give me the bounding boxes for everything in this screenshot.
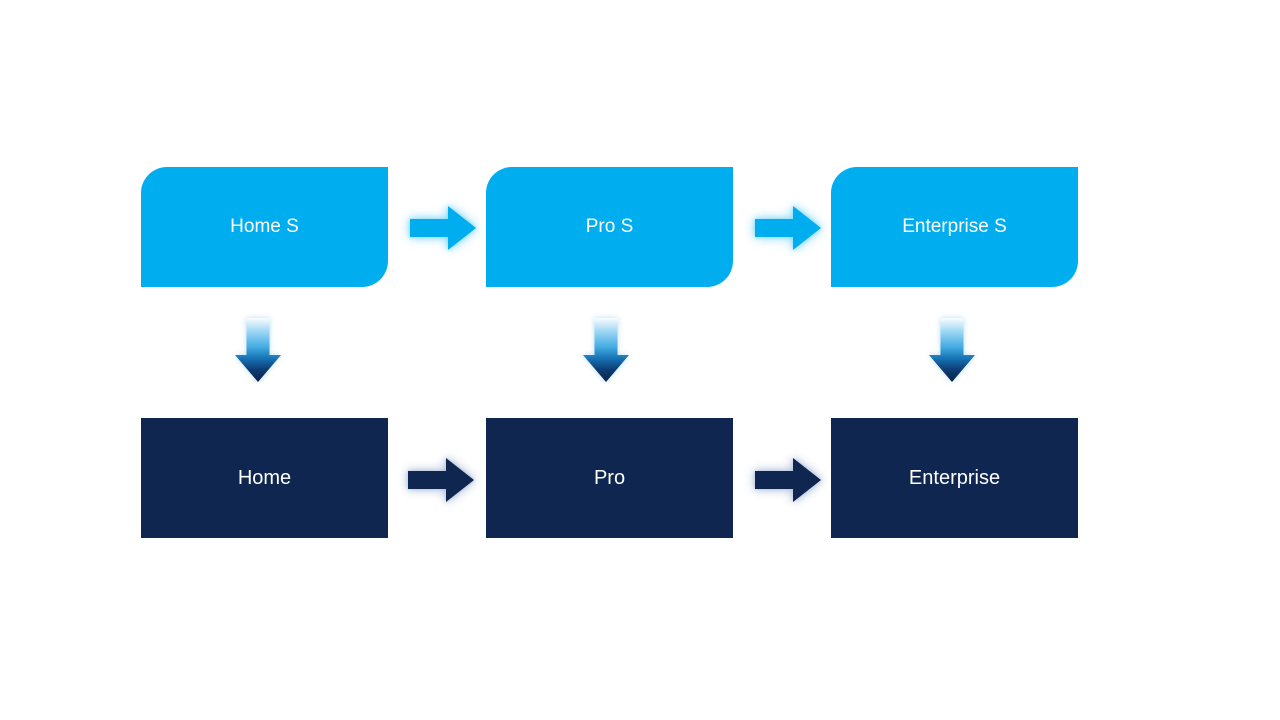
shape-enterprise-s: Enterprise S bbox=[831, 167, 1078, 287]
down-arrow-icon bbox=[235, 318, 281, 382]
right-arrow-icon bbox=[755, 206, 821, 250]
shape-home-s-label: Home S bbox=[230, 216, 299, 237]
shape-pro-s-label: Pro S bbox=[585, 216, 634, 237]
shape-enterprise-label: Enterprise bbox=[908, 466, 1001, 489]
shape-pro-label: Pro bbox=[593, 466, 626, 489]
shape-enterprise: Enterprise bbox=[831, 418, 1078, 538]
shape-home: Home bbox=[141, 418, 388, 538]
shape-pro-s: Pro S bbox=[486, 167, 733, 287]
right-arrow-icon bbox=[408, 458, 474, 502]
shape-home-label: Home bbox=[237, 466, 292, 489]
shape-enterprise-s-label: Enterprise S bbox=[902, 216, 1007, 237]
shape-pro: Pro bbox=[486, 418, 733, 538]
down-arrow-icon bbox=[583, 318, 629, 382]
down-arrow-icon bbox=[929, 318, 975, 382]
shape-home-s: Home S bbox=[141, 167, 388, 287]
right-arrow-icon bbox=[410, 206, 476, 250]
right-arrow-icon bbox=[755, 458, 821, 502]
